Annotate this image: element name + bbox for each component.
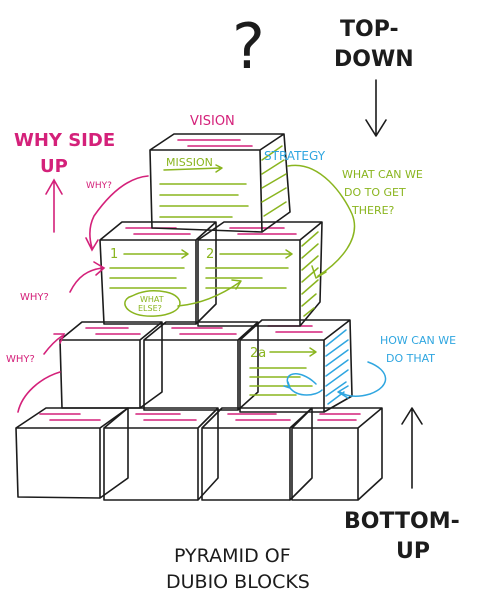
how-can-we-group: HOW CAN WE DO THAT — [337, 334, 456, 399]
why-side-up-line2: UP — [40, 156, 68, 177]
third-row-blocks: 2a — [59, 319, 353, 413]
how-can-line1: HOW CAN WE — [380, 334, 456, 347]
what-else-line2: ELSE? — [138, 304, 162, 313]
strategy-curve-arrow — [287, 164, 356, 279]
vision-label: VISION — [190, 114, 235, 129]
strategy-label: STRATEGY — [264, 149, 326, 163]
diagram-title-line1: PYRAMID OF — [174, 545, 291, 567]
bottom-up-line1: BOTTOM- — [344, 509, 460, 534]
why-side-up-arrow — [45, 178, 63, 233]
why-side-up-line1: WHY SIDE — [14, 130, 115, 151]
mission-block — [149, 133, 291, 233]
bottom-up-arrow — [401, 407, 423, 489]
why-label-3: WHY? — [6, 354, 35, 365]
top-down-line2: DOWN — [334, 47, 414, 72]
block-1-label: 1 — [110, 247, 118, 262]
mission-label: MISSION — [166, 156, 213, 169]
third-block-1 — [59, 321, 163, 409]
block-1 — [99, 221, 217, 325]
what-can-we-group: WHAT CAN WE DO TO GET THERE? — [287, 164, 423, 279]
block-2a-label: 2a — [250, 346, 266, 361]
top-down-arrow — [365, 79, 387, 137]
why-side-up-group: WHY SIDE UP — [14, 130, 115, 233]
why-label-2: WHY? — [20, 292, 49, 303]
why-label-1: WHY? — [86, 181, 112, 191]
how-can-line2: DO THAT — [386, 352, 435, 365]
what-else-line1: WHAT — [140, 295, 164, 304]
what-can-line1: WHAT CAN WE — [342, 168, 423, 181]
top-down-group: TOP- DOWN — [334, 17, 414, 137]
bottom-up-line2: UP — [396, 539, 430, 564]
third-block-2 — [143, 321, 259, 411]
what-can-line2: DO TO GET — [344, 186, 406, 199]
what-can-line3: THERE? — [351, 204, 395, 217]
question-mark: ? — [232, 10, 265, 83]
bottom-block-2 — [103, 407, 219, 501]
bottom-row-blocks — [15, 407, 383, 501]
bottom-up-group: BOTTOM- UP — [344, 407, 460, 564]
second-row-blocks: 1 WHAT ELSE? 2 — [99, 221, 323, 327]
block-2-label: 2 — [206, 247, 214, 262]
bottom-block-4 — [291, 407, 383, 501]
diagram-title-line2: DUBIO BLOCKS — [166, 571, 310, 593]
top-down-line1: TOP- — [340, 17, 399, 42]
how-can-arrow — [337, 361, 387, 399]
block-2 — [197, 221, 323, 327]
top-block: MISSION — [149, 133, 291, 233]
why-arrows: WHY? WHY? WHY? — [6, 175, 149, 413]
